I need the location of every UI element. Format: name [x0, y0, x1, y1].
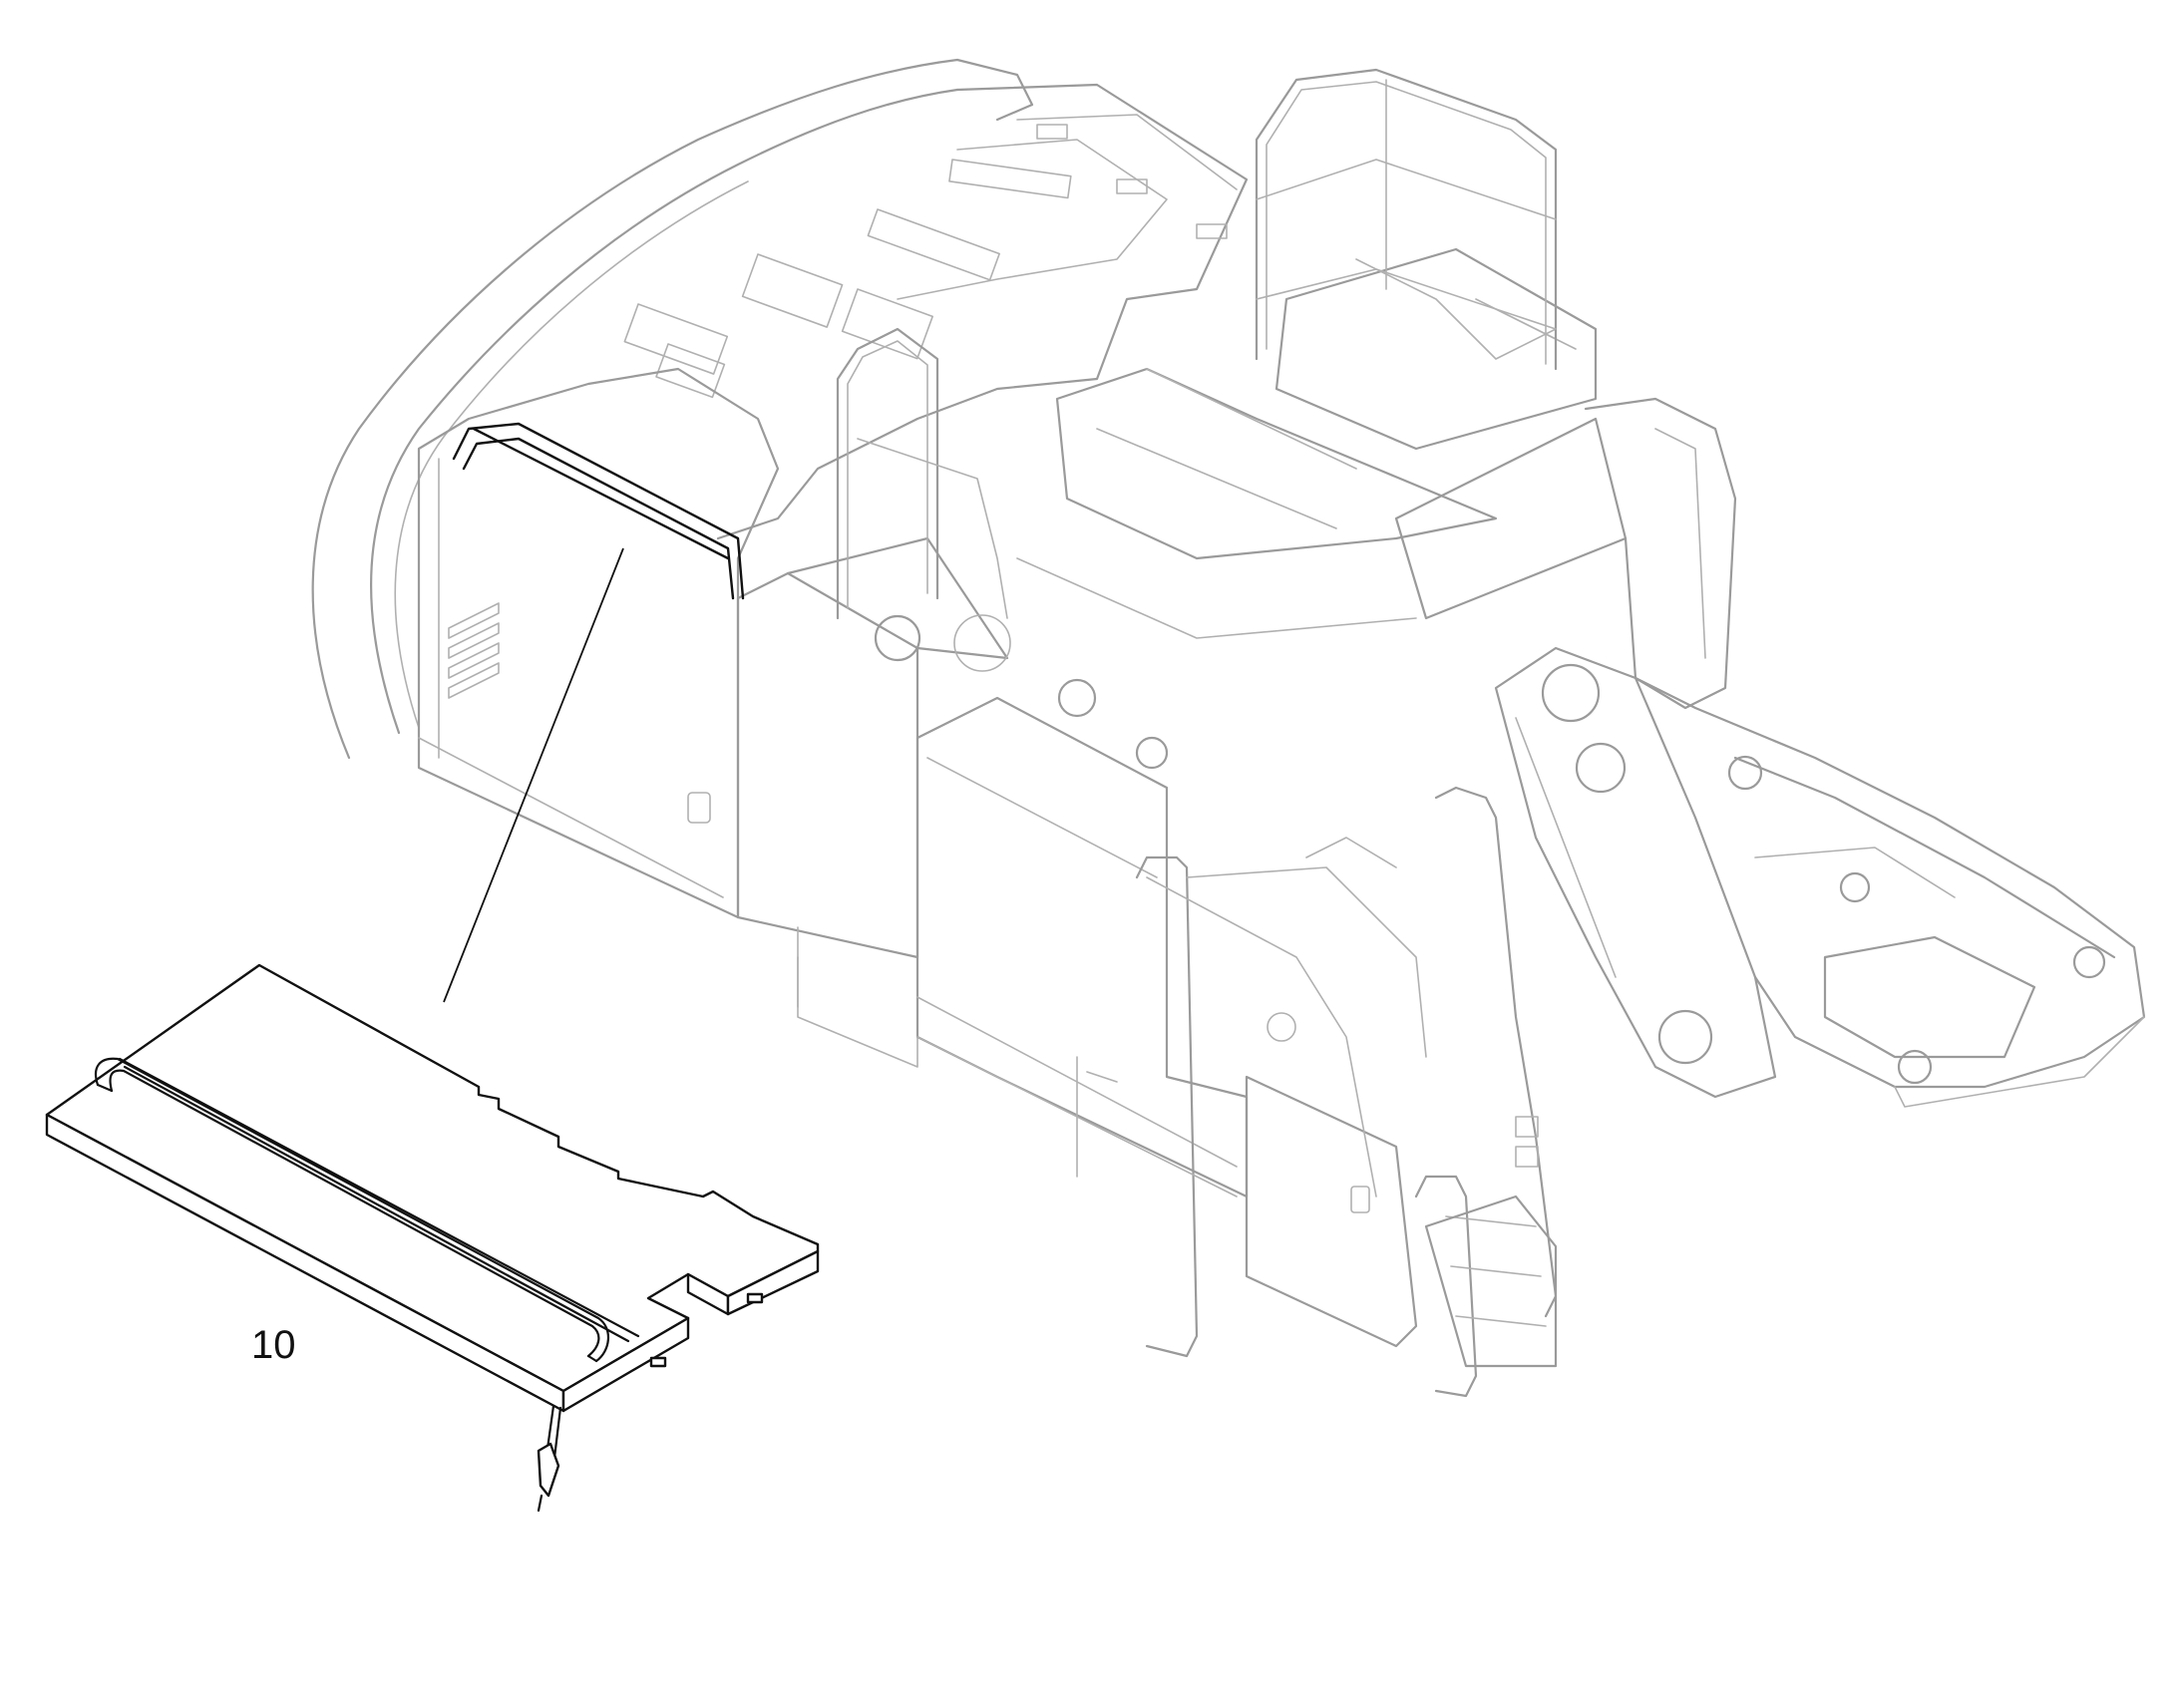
hood-top [716, 83, 1249, 540]
top-handrails [1255, 68, 1558, 371]
machine-upper-structure [311, 58, 2146, 1398]
callout-leader-line [443, 547, 624, 1003]
cab-platform [1274, 247, 1598, 451]
part-10-cover-panel [45, 963, 820, 1513]
hood-vents [623, 124, 1228, 399]
lower-frame [797, 956, 1238, 1197]
cover-panel-latch [537, 1404, 562, 1513]
left-side-panel [417, 367, 780, 919]
tank-section [736, 571, 919, 959]
right-side-panel [1584, 397, 1737, 710]
filler-cap-1 [874, 614, 921, 662]
cover-panel-right-edge [561, 1316, 690, 1413]
cover-panel-top-face [45, 963, 820, 1393]
installed-position-highlight [452, 422, 745, 600]
revolving-frame [1634, 676, 2146, 1089]
filler-cap-3 [1135, 736, 1169, 770]
callout-label-10: 10 [251, 1323, 296, 1367]
boom-mount [1494, 646, 1777, 1099]
counterweight-inner-line [370, 88, 959, 735]
cover-panel-groove [118, 1057, 640, 1338]
cover-panel-handle-rail [94, 1057, 609, 1363]
side-panel-latch [687, 792, 711, 824]
counterweight-outline [311, 58, 1034, 760]
front-handrail [836, 327, 1008, 620]
walkway-plates [1055, 367, 1498, 560]
side-panel-louvers [448, 602, 500, 699]
toolbox-door [915, 696, 1249, 1198]
front-ladder [1135, 786, 1558, 1398]
filler-cap-2 [1057, 678, 1097, 718]
